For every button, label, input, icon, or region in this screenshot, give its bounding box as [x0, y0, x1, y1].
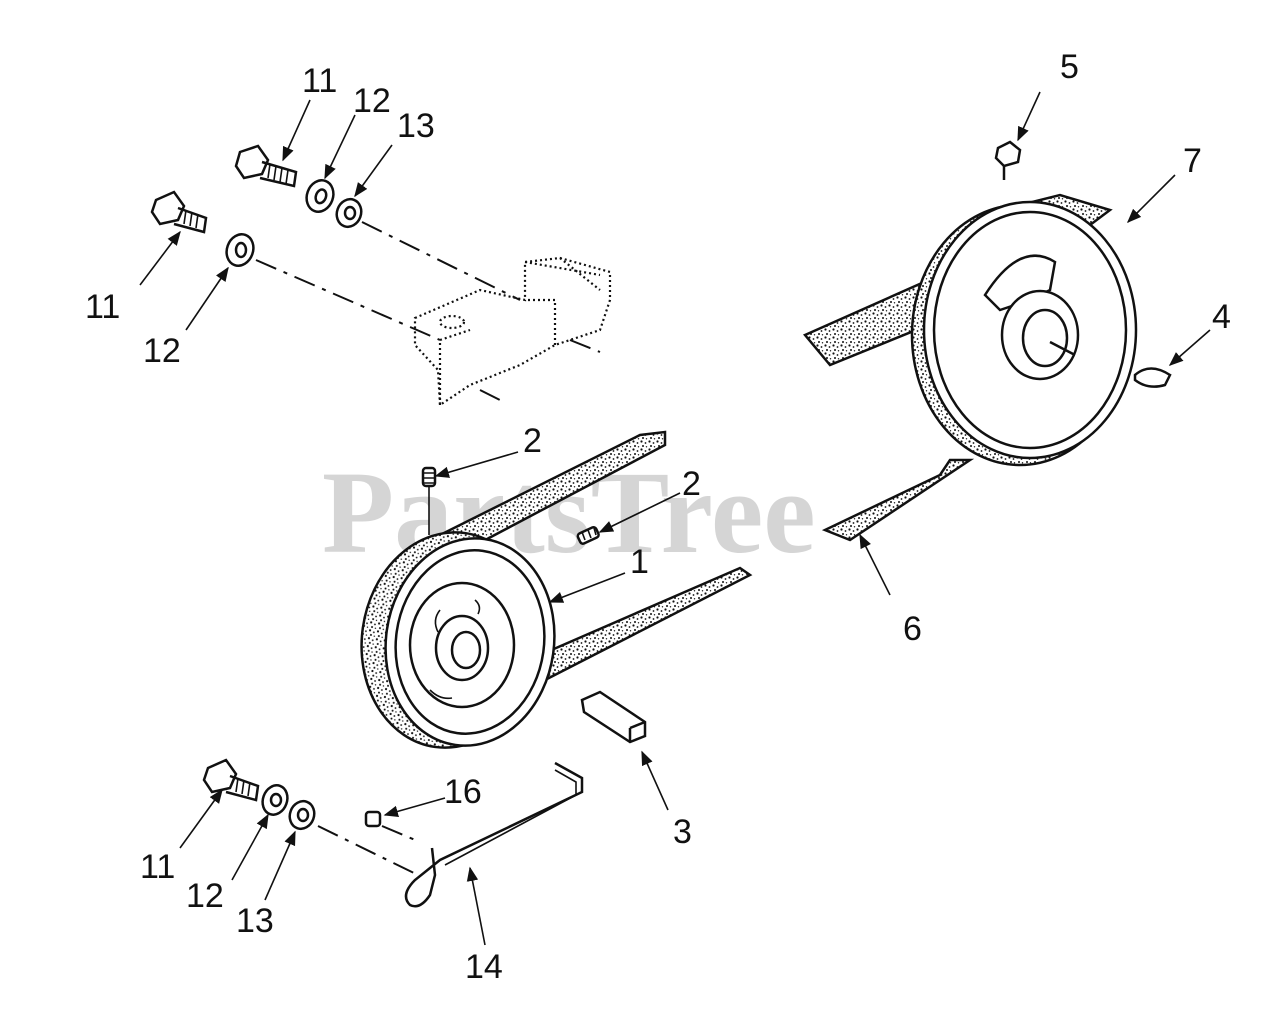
washer-12-bottom: [261, 784, 289, 816]
bolt-11-lower: [150, 190, 208, 234]
callout-11: 11: [140, 848, 175, 886]
bolt-11-upper: [234, 144, 298, 188]
pulley-1: [360, 430, 753, 749]
setscrew-5: [994, 140, 1022, 180]
rod-14: [404, 761, 584, 908]
washer-12-lower: [225, 233, 255, 267]
callout-2: 2: [682, 465, 701, 503]
callout-16: 16: [444, 773, 482, 811]
bolt-11-bottom: [202, 758, 260, 802]
key-3: [580, 690, 647, 744]
callout-13: 13: [397, 107, 435, 145]
key-4: [1133, 367, 1172, 388]
callout-12: 12: [186, 877, 224, 915]
callout-5: 5: [1060, 48, 1079, 86]
callout-1: 1: [630, 543, 649, 581]
callout-11: 11: [85, 288, 120, 326]
setscrew-2b: [576, 525, 600, 545]
callout-12: 12: [353, 82, 391, 120]
callout-12: 12: [143, 332, 181, 370]
washer-13-upper: [335, 197, 363, 229]
callout-14: 14: [465, 948, 503, 986]
setscrew-16: [364, 810, 421, 843]
callout-3: 3: [673, 813, 692, 851]
callout-2: 2: [523, 422, 542, 460]
large-pulley-7: [802, 193, 1138, 542]
washer-12-upper: [305, 179, 335, 213]
callout-4: 4: [1212, 298, 1231, 336]
washer-13-bottom: [288, 799, 316, 831]
callout-6: 6: [903, 610, 922, 648]
callout-13: 13: [236, 902, 274, 940]
mounting-bracket: [413, 256, 612, 407]
callout-7: 7: [1183, 142, 1202, 180]
callout-11: 11: [302, 62, 337, 100]
